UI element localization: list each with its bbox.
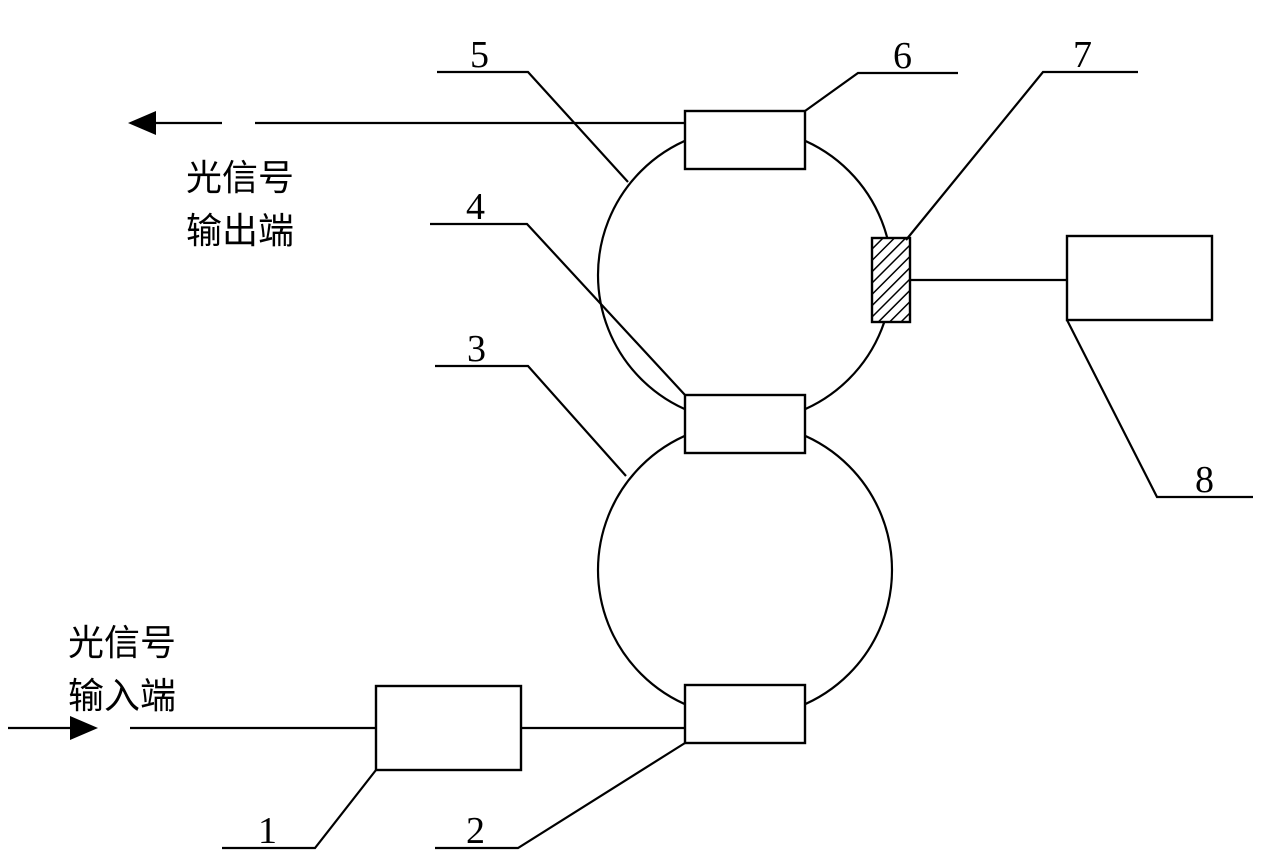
- label-4: 4: [466, 186, 485, 228]
- input-label-line2: 输入端: [68, 676, 176, 717]
- upper-ring-resonator: [598, 128, 892, 422]
- label-2: 2: [466, 810, 485, 852]
- leader-5: [437, 72, 628, 182]
- box-1-input-component: [376, 686, 521, 770]
- label-1: 1: [258, 810, 277, 852]
- label-3: 3: [467, 328, 486, 370]
- hatched-element-7: [872, 238, 910, 322]
- leader-7: [906, 72, 1138, 240]
- label-5: 5: [470, 34, 489, 76]
- box-4-middle-coupler: [685, 395, 805, 453]
- leader-6: [805, 73, 958, 111]
- leader-3: [435, 366, 626, 476]
- label-8: 8: [1195, 459, 1214, 501]
- lower-ring-resonator: [598, 423, 892, 717]
- input-label-line1: 光信号: [68, 623, 176, 664]
- leader-1: [222, 770, 376, 848]
- box-6-top-coupler: [685, 111, 805, 169]
- label-7: 7: [1073, 34, 1092, 76]
- output-arrowhead: [128, 111, 156, 135]
- leader-8: [1067, 320, 1253, 497]
- box-8-controller: [1067, 236, 1212, 320]
- label-6: 6: [893, 35, 912, 77]
- output-label-line1: 光信号: [186, 158, 294, 199]
- output-label-line2: 输出端: [186, 211, 294, 252]
- box-2-bottom-coupler: [685, 685, 805, 743]
- input-arrowhead: [70, 716, 98, 740]
